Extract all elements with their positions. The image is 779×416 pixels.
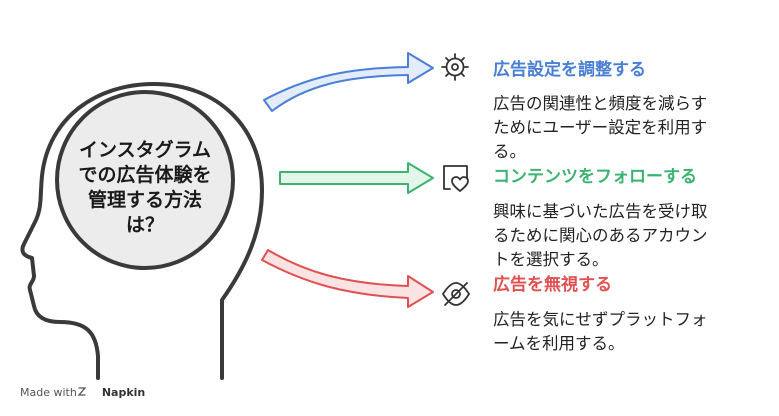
central-question-line: での広告体験を [78, 164, 212, 186]
description-line: トを選択する。 [493, 250, 609, 269]
arrow-ignore-ads [261, 249, 434, 308]
gear-icon [441, 53, 469, 81]
central-question-line: 管理する方法 [87, 189, 202, 211]
central-question-line: インスタグラム [78, 139, 212, 161]
option-description-follow-content: 興味に基づいた広告を受け取 るために関心のあるアカウン トを選択する。 [493, 200, 763, 272]
central-question: インスタグラム での広告体験を 管理する方法 は？ [62, 138, 228, 238]
option-title-adjust-settings: 広告設定を調整する [493, 60, 646, 80]
eye-slash-icon [441, 282, 471, 306]
option-description-adjust-settings: 広告の関連性と頻度を減らす ためにユーザー設定を利用す る。 [493, 92, 763, 164]
arrow-follow-content [279, 162, 434, 194]
description-line: 広告の関連性と頻度を減らす [493, 94, 708, 113]
description-line: ためにユーザー設定を利用す [493, 118, 708, 137]
description-line: るために関心のあるアカウン [493, 226, 708, 245]
description-line: ームを利用する。 [493, 334, 625, 353]
option-title-follow-content: コンテンツをフォローする [493, 167, 697, 187]
napkin-brand-label: Napkin [101, 386, 146, 399]
brain-circle [55, 90, 235, 270]
central-question-line: は？ [125, 214, 164, 236]
description-line: 広告を気にせずプラットフォ [493, 310, 708, 329]
head-silhouette [20, 82, 264, 380]
napkin-logo-icon [77, 387, 87, 396]
arrow-adjust-settings [263, 52, 434, 112]
description-line: る。 [493, 142, 526, 161]
made-with-label: Made with [20, 386, 77, 399]
heart-frame-icon [443, 165, 469, 192]
description-line: 興味に基づいた広告を受け取 [493, 202, 708, 221]
made-with-napkin-footer: Made with Napkin [20, 386, 145, 399]
option-description-ignore-ads: 広告を気にせずプラットフォ ームを利用する。 [493, 308, 763, 356]
option-title-ignore-ads: 広告を無視する [493, 275, 612, 295]
